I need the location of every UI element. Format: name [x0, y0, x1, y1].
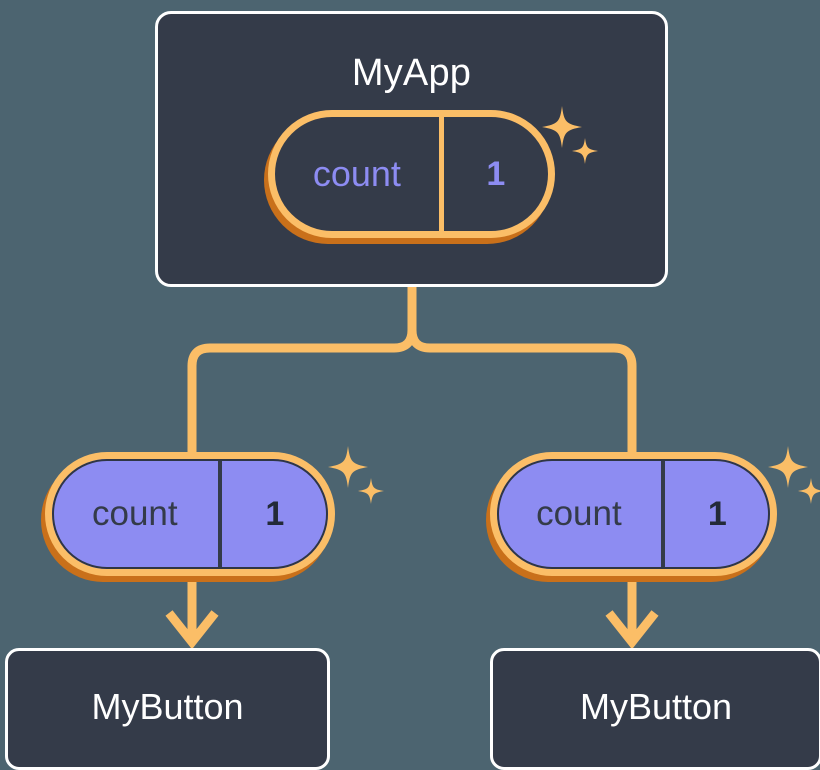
state-pill-key-cell: count: [52, 459, 218, 569]
state-pill-myapp[interactable]: count 1: [268, 110, 555, 238]
sparkles-icon: [328, 446, 384, 504]
state-pill-key-cell: count: [275, 117, 439, 231]
state-pill-value-cell: 1: [217, 459, 328, 569]
component-title-mybutton: MyButton: [91, 686, 244, 727]
state-key-label: count: [91, 494, 178, 533]
connector-right-arrowhead: [605, 610, 659, 650]
state-pill-key-cell: count: [497, 459, 661, 569]
state-pill-value-cell: 1: [660, 459, 770, 569]
component-card-mybutton-left[interactable]: MyButton: [5, 648, 330, 770]
state-pill-left[interactable]: count 1: [45, 452, 335, 576]
state-value-label: 1: [486, 154, 506, 193]
state-value-label: 1: [265, 494, 285, 533]
state-pill-right[interactable]: count 1: [490, 452, 777, 576]
state-pill-value-cell: 1: [438, 117, 548, 231]
connector-fork-left: [187, 329, 417, 452]
state-key-label: count: [536, 494, 622, 533]
state-key-label: count: [312, 153, 401, 194]
component-card-mybutton-right[interactable]: MyButton: [490, 648, 820, 770]
component-title-mybutton: MyButton: [579, 686, 733, 727]
component-title-myapp: MyApp: [351, 52, 472, 94]
connector-fork-right: [407, 329, 637, 452]
connector-left-arrowhead: [165, 610, 219, 650]
state-value-label: 1: [707, 494, 727, 533]
